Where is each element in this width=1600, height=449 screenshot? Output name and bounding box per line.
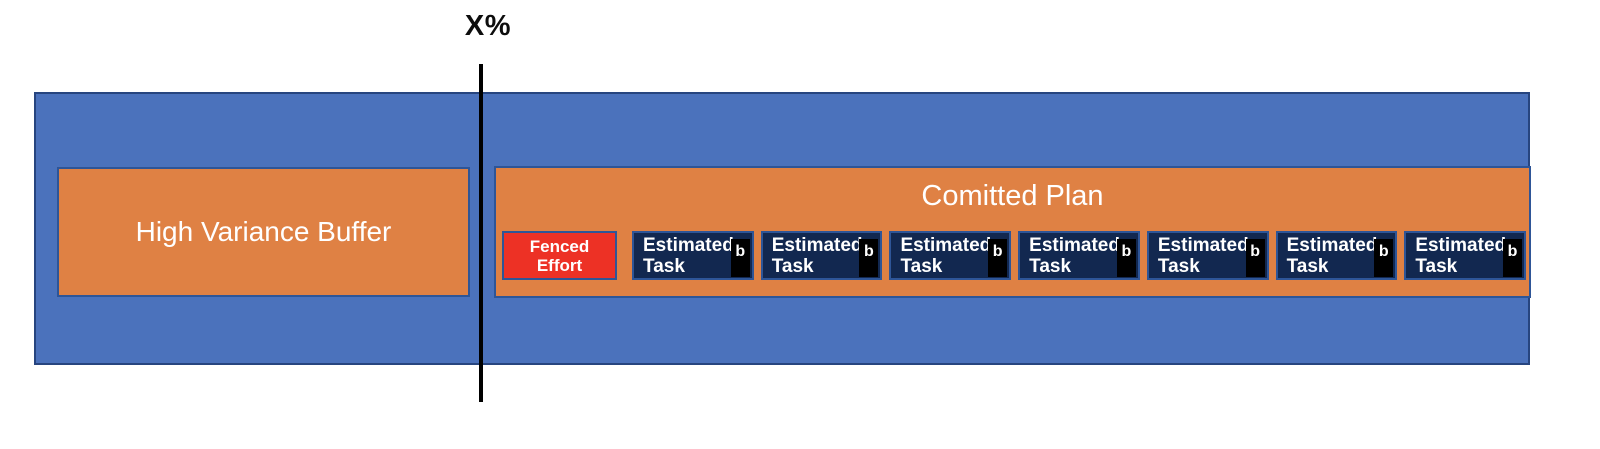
estimated-task-box: Estimated Task b — [1404, 231, 1527, 280]
high-variance-buffer-box: High Variance Buffer — [57, 167, 470, 297]
task-row: Fenced Effort Estimated Task b — [502, 231, 1527, 280]
fenced-effort-box: Fenced Effort — [502, 231, 617, 280]
estimated-task-label-line1: Estimated — [900, 235, 992, 256]
estimated-task-box: Estimated Task b — [1146, 231, 1269, 280]
x-percent-label: X% — [464, 10, 512, 42]
task-buffer-badge: b — [730, 239, 750, 277]
estimated-task-box: Estimated Task b — [889, 231, 1012, 280]
sprint-capacity-container: High Variance Buffer Comitted Plan Fence… — [34, 92, 1531, 365]
task-buffer-badge: b — [1116, 239, 1136, 277]
estimated-task-label: Estimated Task — [634, 233, 752, 277]
threshold-divider-line — [479, 64, 483, 402]
estimated-task-label-line1: Estimated — [643, 235, 734, 256]
fenced-effort-label-line2: Effort — [536, 255, 583, 275]
task-buffer-badge: b — [1245, 239, 1265, 277]
estimated-task-label-line2: Task — [1157, 256, 1200, 277]
estimated-task-label-line1: Estimated — [1286, 235, 1378, 256]
estimated-task-label: Estimated Task — [891, 233, 1009, 277]
high-variance-buffer-label: High Variance Buffer — [135, 216, 392, 247]
task-buffer-badge: b — [1374, 239, 1394, 277]
estimated-task-box: Estimated Task b — [1275, 231, 1398, 280]
estimated-task-label-line2: Task — [1415, 256, 1458, 277]
estimated-task-label-line1: Estimated — [771, 235, 863, 256]
estimated-task-label: Estimated Task — [1406, 233, 1524, 277]
estimated-task-label: Estimated Task — [1020, 233, 1138, 277]
estimated-task-label: Estimated Task — [1149, 233, 1267, 277]
estimated-task-label: Estimated Task — [1278, 233, 1396, 277]
fenced-effort-label-line1: Fenced — [529, 236, 590, 256]
estimated-task-box: Estimated Task b — [760, 231, 883, 280]
estimated-task-label-line1: Estimated — [1415, 235, 1507, 256]
estimated-task-label-line1: Estimated — [1157, 235, 1249, 256]
committed-plan-box: Comitted Plan Fenced Effort Estimated Ta… — [494, 166, 1531, 298]
estimated-task-box: Estimated Task b — [632, 231, 754, 280]
estimated-task-label-line2: Task — [1286, 256, 1329, 277]
estimated-task-label-line2: Task — [643, 256, 685, 277]
estimated-task-box: Estimated Task b — [1018, 231, 1140, 280]
estimated-task-label-line2: Task — [771, 256, 814, 277]
task-buffer-badge: b — [859, 239, 879, 277]
estimated-task-label-line2: Task — [1029, 256, 1072, 277]
task-buffer-badge: b — [1503, 239, 1523, 277]
task-buffer-badge: b — [988, 239, 1008, 277]
estimated-task-label-line2: Task — [900, 256, 943, 277]
estimated-task-label-line1: Estimated — [1029, 235, 1120, 256]
estimated-task-label: Estimated Task — [763, 233, 881, 277]
committed-plan-title: Comitted Plan — [921, 180, 1104, 212]
